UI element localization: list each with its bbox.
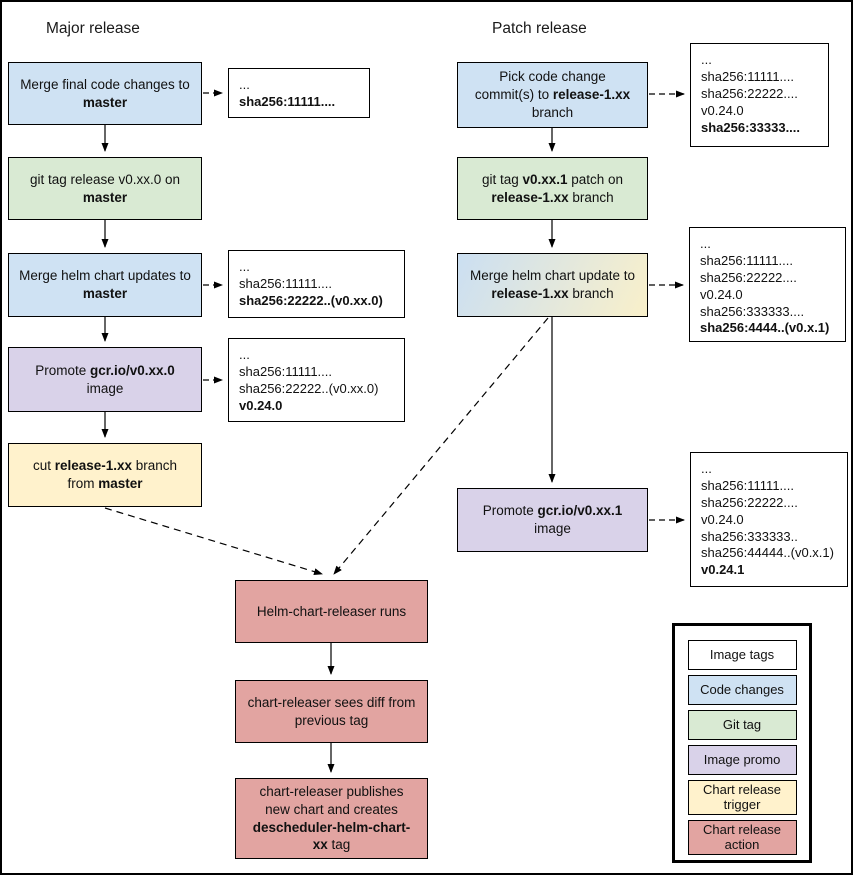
legend: Image tags Code changes Git tag Image pr…: [672, 623, 812, 863]
node-promote-image-patch: Promote gcr.io/v0.xx.1 image: [457, 488, 648, 552]
legend-item-code-changes: Code changes: [687, 675, 797, 705]
patch-release-title: Patch release: [492, 20, 587, 37]
legend-item-image-promo: Image promo: [687, 745, 797, 775]
node-chart-releaser-sees-diff: chart-releaser sees diff from previous t…: [235, 680, 428, 743]
node-helm-chart-releaser-runs: Helm-chart-releaser runs: [235, 580, 428, 643]
node-git-tag-release: git tag release v0.xx.0 on master: [8, 157, 202, 220]
node-cut-release-branch: cut release-1.xx branch from master: [8, 443, 202, 507]
node-git-tag-patch: git tag v0.xx.1 patch on release-1.xx br…: [457, 157, 648, 220]
node-merge-final-code: Merge final code changes to master: [8, 62, 202, 125]
legend-item-chart-release-trigger: Chart release trigger: [687, 780, 797, 816]
node-chart-releaser-publishes: chart-releaser publishes new chart and c…: [235, 778, 428, 859]
annotation-patch-helm-chart-tags: ...sha256:11111....sha256:22222....v0.24…: [689, 227, 846, 342]
annotation-major-helm-chart-tags: ...sha256:11111....sha256:22222..(v0.xx.…: [228, 250, 405, 318]
major-release-title: Major release: [46, 20, 140, 37]
arrow-cut-branch-to-releaser: [104, 507, 323, 576]
node-pick-code-change: Pick code change commit(s) to release-1.…: [457, 62, 648, 128]
node-merge-helm-chart-update: Merge helm chart update to release-1.xx …: [457, 253, 648, 317]
annotation-major-code-tags: ...sha256:11111....: [228, 68, 370, 118]
annotation-patch-promote-tags: ...sha256:11111....sha256:22222....v0.24…: [690, 452, 848, 587]
legend-item-image-tags: Image tags: [687, 640, 797, 670]
annotation-major-promote-tags: ...sha256:11111....sha256:22222..(v0.xx.…: [228, 338, 405, 422]
node-merge-helm-chart-updates: Merge helm chart updates to master: [8, 253, 202, 317]
legend-item-chart-release-action: Chart release action: [687, 820, 797, 856]
legend-item-git-tag: Git tag: [687, 710, 797, 740]
annotation-patch-code-tags: ...sha256:11111....sha256:22222....v0.24…: [690, 43, 829, 147]
node-promote-image-major: Promote gcr.io/v0.xx.0 image: [8, 347, 202, 412]
